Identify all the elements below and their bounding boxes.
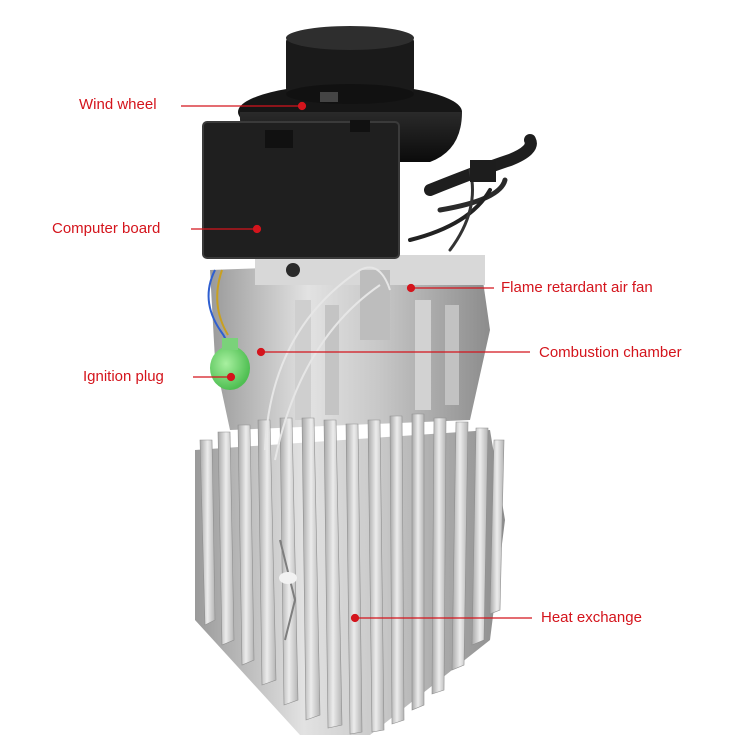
leader-lines bbox=[181, 101, 532, 623]
label-heat-exchange: Heat exchange bbox=[541, 609, 642, 626]
leader-dot-computer-board bbox=[252, 224, 262, 234]
combustion-chamber-part bbox=[210, 255, 490, 430]
leader-dot-flame-fan bbox=[406, 283, 416, 293]
heat-exchanger-part bbox=[195, 413, 505, 735]
label-ignition-plug: Ignition plug bbox=[83, 368, 164, 385]
computer-board-part bbox=[202, 120, 400, 277]
leader-dot-wind-wheel bbox=[297, 101, 307, 111]
ignition-plug-part bbox=[207, 269, 250, 390]
label-flame-retardant-air-fan: Flame retardant air fan bbox=[501, 279, 653, 296]
label-combustion-chamber: Combustion chamber bbox=[539, 344, 682, 361]
leader-dot-ignition-plug bbox=[226, 372, 236, 382]
leader-dot-combustion-chamber bbox=[256, 347, 266, 357]
cable-bundle bbox=[408, 134, 537, 252]
leader-dot-heat-exchange bbox=[350, 613, 360, 623]
sensor-wires bbox=[264, 266, 391, 461]
label-wind-wheel: Wind wheel bbox=[79, 96, 157, 113]
label-computer-board: Computer board bbox=[52, 220, 161, 237]
